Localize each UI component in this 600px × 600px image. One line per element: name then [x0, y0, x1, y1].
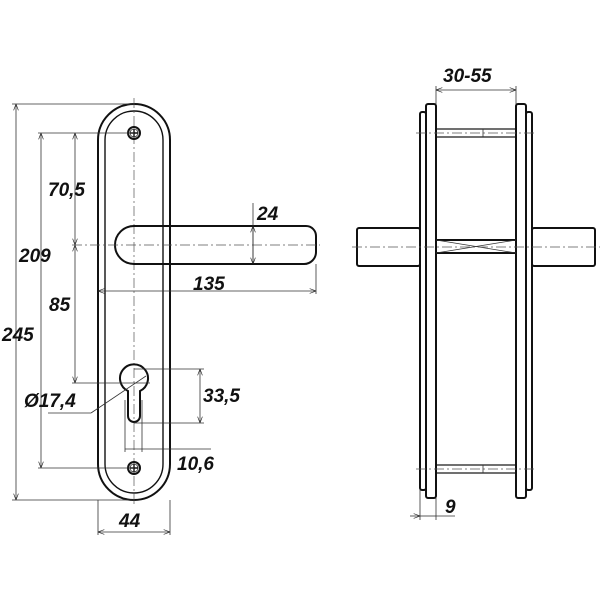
dim-handle-to-keyhole: 85 [49, 295, 71, 316]
right-plate-cover [525, 111, 533, 491]
front-view: 245 209 70,5 85 135 24 33,5 10,6 Ø17,4 4… [1, 98, 320, 535]
dim-top-screw-to-handle: 70,5 [48, 180, 85, 201]
lever-handle [114, 225, 317, 265]
dim-handle-length: 135 [193, 274, 225, 295]
dim-keyhole-height: 33,5 [203, 386, 240, 407]
dim-plate-width: 44 [118, 511, 141, 532]
dim-handle-thickness: 24 [256, 204, 279, 225]
side-view: 30-55 9 [352, 66, 600, 520]
dim-door-thickness: 30-55 [443, 66, 492, 87]
right-plate [515, 103, 527, 499]
dim-plate-thickness: 9 [445, 497, 456, 518]
dim-keyhole-width: 10,6 [177, 454, 214, 475]
left-plate [425, 103, 437, 499]
spindle-cross [435, 239, 517, 254]
dim-keyhole-diameter: Ø17,4 [24, 391, 76, 412]
spindle [435, 239, 517, 254]
dim-overall-height: 245 [1, 325, 34, 346]
dim-screw-spacing: 209 [18, 246, 51, 267]
keyhole [119, 363, 149, 423]
